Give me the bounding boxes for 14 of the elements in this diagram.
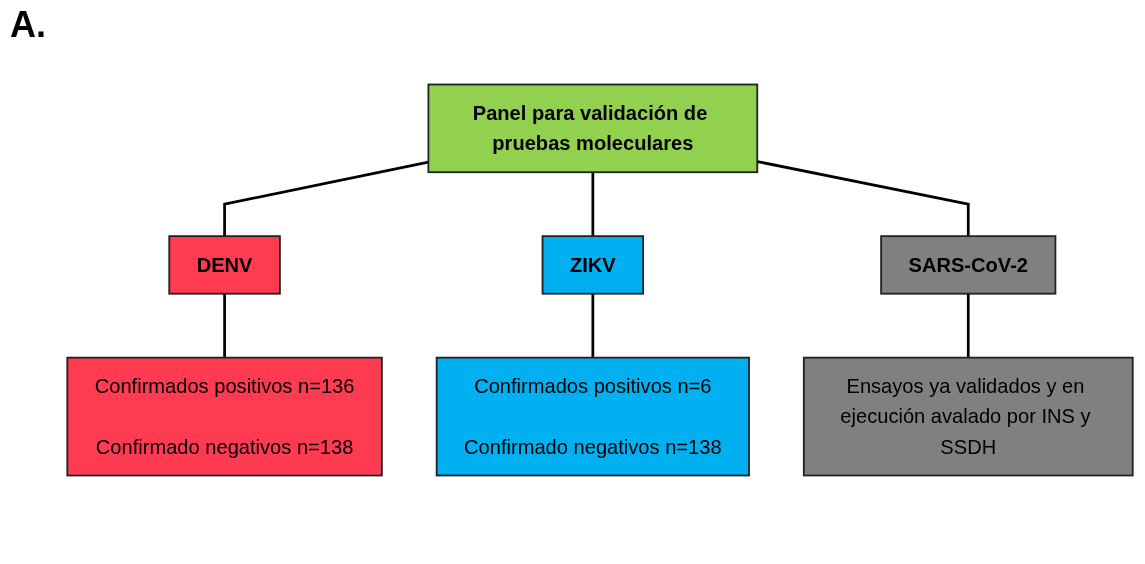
connector [223, 293, 226, 358]
connector [591, 172, 595, 237]
panel-letter: A. [10, 4, 46, 45]
connector [591, 293, 595, 358]
node-box: Confirmados positivos n=6 Confirmado negativos n=138 [435, 356, 750, 477]
node-box: Panel para validación de pruebas moleculares [427, 83, 759, 174]
node-box: SARS-CoV-2 [880, 235, 1057, 295]
node-box: DENV [168, 235, 281, 295]
node-box: Confirmados positivos n=136 Confirmado negativos n=138 [66, 356, 383, 477]
node-box: Ensayos ya validados y en ejecución avalado por INS y SSDH [802, 356, 1134, 477]
connector [223, 160, 429, 237]
connector [757, 160, 970, 237]
connector [966, 293, 970, 358]
node-box: ZIKV [541, 235, 645, 295]
